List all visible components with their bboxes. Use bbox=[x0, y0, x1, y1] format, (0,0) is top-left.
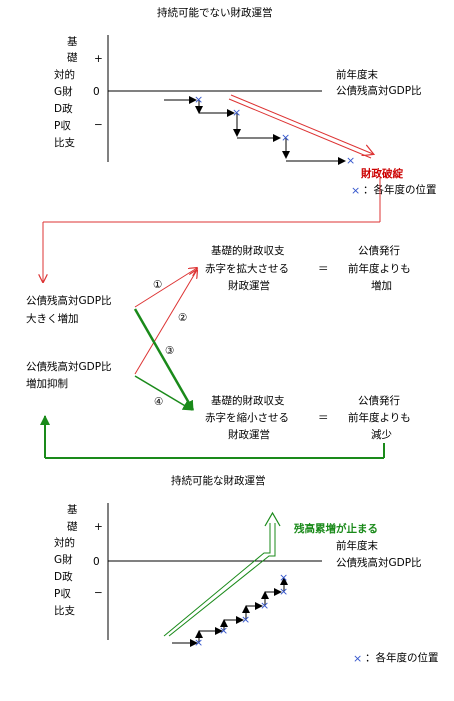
bottom-arrow-label: 残高累増が止まる bbox=[294, 522, 378, 535]
middle-green-loop bbox=[40, 415, 385, 459]
svg-text:D政: D政 bbox=[54, 570, 73, 583]
svg-text:基: 基 bbox=[67, 35, 78, 48]
svg-text:対的: 対的 bbox=[54, 68, 75, 81]
bottom-year-marks: × × × × × × bbox=[194, 571, 288, 649]
svg-text:礎: 礎 bbox=[67, 51, 78, 64]
bottom-right-label-1: 前年度末 bbox=[336, 539, 378, 552]
middle-arrows bbox=[133, 268, 197, 411]
top-legend-text: ：各年度の位置 bbox=[363, 183, 437, 196]
bottom-green-arrow bbox=[163, 511, 281, 637]
top-staircase bbox=[164, 96, 346, 165]
svg-text:礎: 礎 bbox=[67, 520, 78, 533]
svg-text:×: × bbox=[279, 571, 288, 584]
upper-box-line1: 基礎的財政収支 bbox=[211, 244, 285, 257]
upper-result-line3: 増加 bbox=[371, 279, 392, 292]
upper-result-line1: 公債発行 bbox=[358, 244, 400, 257]
svg-text:D政: D政 bbox=[54, 102, 73, 115]
bottom-plus-sign: + bbox=[94, 521, 103, 533]
middle-red-loop bbox=[43, 178, 381, 282]
svg-text:G財: G財 bbox=[54, 553, 73, 566]
svg-text:G財: G財 bbox=[54, 85, 73, 98]
upper-box-line3: 財政運営 bbox=[228, 279, 270, 292]
svg-text:×: × bbox=[232, 106, 241, 119]
left-label-2-line1: 公債残高対GDP比 bbox=[26, 360, 112, 373]
bottom-title: 持続可能な財政運営 bbox=[171, 474, 266, 487]
top-legend-mark: × bbox=[351, 184, 360, 197]
top-right-label-1: 前年度末 bbox=[336, 68, 378, 81]
bottom-legend-mark: × bbox=[353, 652, 362, 665]
lower-result-line3: 減少 bbox=[371, 428, 392, 441]
lower-box-line2: 赤字を縮小させる bbox=[205, 411, 289, 424]
marker-2: ② bbox=[178, 312, 187, 324]
bottom-y-axis-label: 基 礎 対的 G財 D政 P収 比支 bbox=[54, 503, 78, 617]
svg-text:×: × bbox=[241, 613, 250, 626]
top-plus-sign: + bbox=[94, 53, 103, 65]
top-zero-label: 0 bbox=[93, 86, 100, 98]
svg-text:×: × bbox=[194, 636, 203, 649]
svg-text:比支: 比支 bbox=[54, 604, 75, 617]
top-title: 持続可能でない財政運営 bbox=[157, 6, 273, 19]
svg-text:×: × bbox=[281, 131, 290, 144]
left-label-2-line2: 増加抑制 bbox=[26, 377, 68, 390]
svg-text:×: × bbox=[279, 585, 288, 598]
top-y-axis-label: 基 礎 対的 G財 D政 P収 比支 bbox=[54, 35, 78, 149]
top-red-arrow bbox=[228, 94, 373, 159]
svg-text:×: × bbox=[346, 154, 355, 167]
top-minus-sign: − bbox=[94, 119, 103, 131]
marker-3: ③ bbox=[165, 345, 174, 357]
bottom-legend-text: ：各年度の位置 bbox=[365, 651, 439, 664]
lower-box-line1: 基礎的財政収支 bbox=[211, 394, 285, 407]
bottom-minus-sign: − bbox=[94, 587, 103, 599]
svg-text:×: × bbox=[219, 624, 228, 637]
bottom-right-label-2: 公債残高対GDP比 bbox=[336, 556, 422, 569]
upper-box-line2: 赤字を拡大させる bbox=[205, 262, 289, 275]
lower-equals: ＝ bbox=[318, 412, 329, 424]
marker-1: ① bbox=[153, 279, 162, 291]
top-arrow-label: 財政破綻 bbox=[360, 167, 403, 180]
bottom-zero-label: 0 bbox=[93, 556, 100, 568]
svg-text:対的: 対的 bbox=[54, 536, 75, 549]
top-year-marks: × × × × bbox=[194, 93, 355, 167]
upper-result-line2: 前年度よりも bbox=[348, 262, 411, 275]
lower-result-line1: 公債発行 bbox=[358, 394, 400, 407]
svg-text:×: × bbox=[194, 93, 203, 106]
svg-text:P収: P収 bbox=[54, 588, 71, 600]
svg-text:基: 基 bbox=[67, 503, 78, 516]
lower-result-line2: 前年度よりも bbox=[348, 411, 411, 424]
marker-4: ④ bbox=[154, 396, 163, 408]
lower-box-line3: 財政運営 bbox=[228, 428, 270, 441]
left-label-1-line1: 公債残高対GDP比 bbox=[26, 294, 112, 307]
svg-text:比支: 比支 bbox=[54, 136, 75, 149]
left-label-1-line2: 大きく増加 bbox=[26, 312, 79, 325]
svg-text:×: × bbox=[260, 599, 269, 612]
bottom-staircase bbox=[172, 577, 288, 647]
top-right-label-2: 公債残高対GDP比 bbox=[336, 84, 422, 97]
upper-equals: ＝ bbox=[318, 263, 329, 275]
svg-text:P収: P収 bbox=[54, 120, 71, 132]
